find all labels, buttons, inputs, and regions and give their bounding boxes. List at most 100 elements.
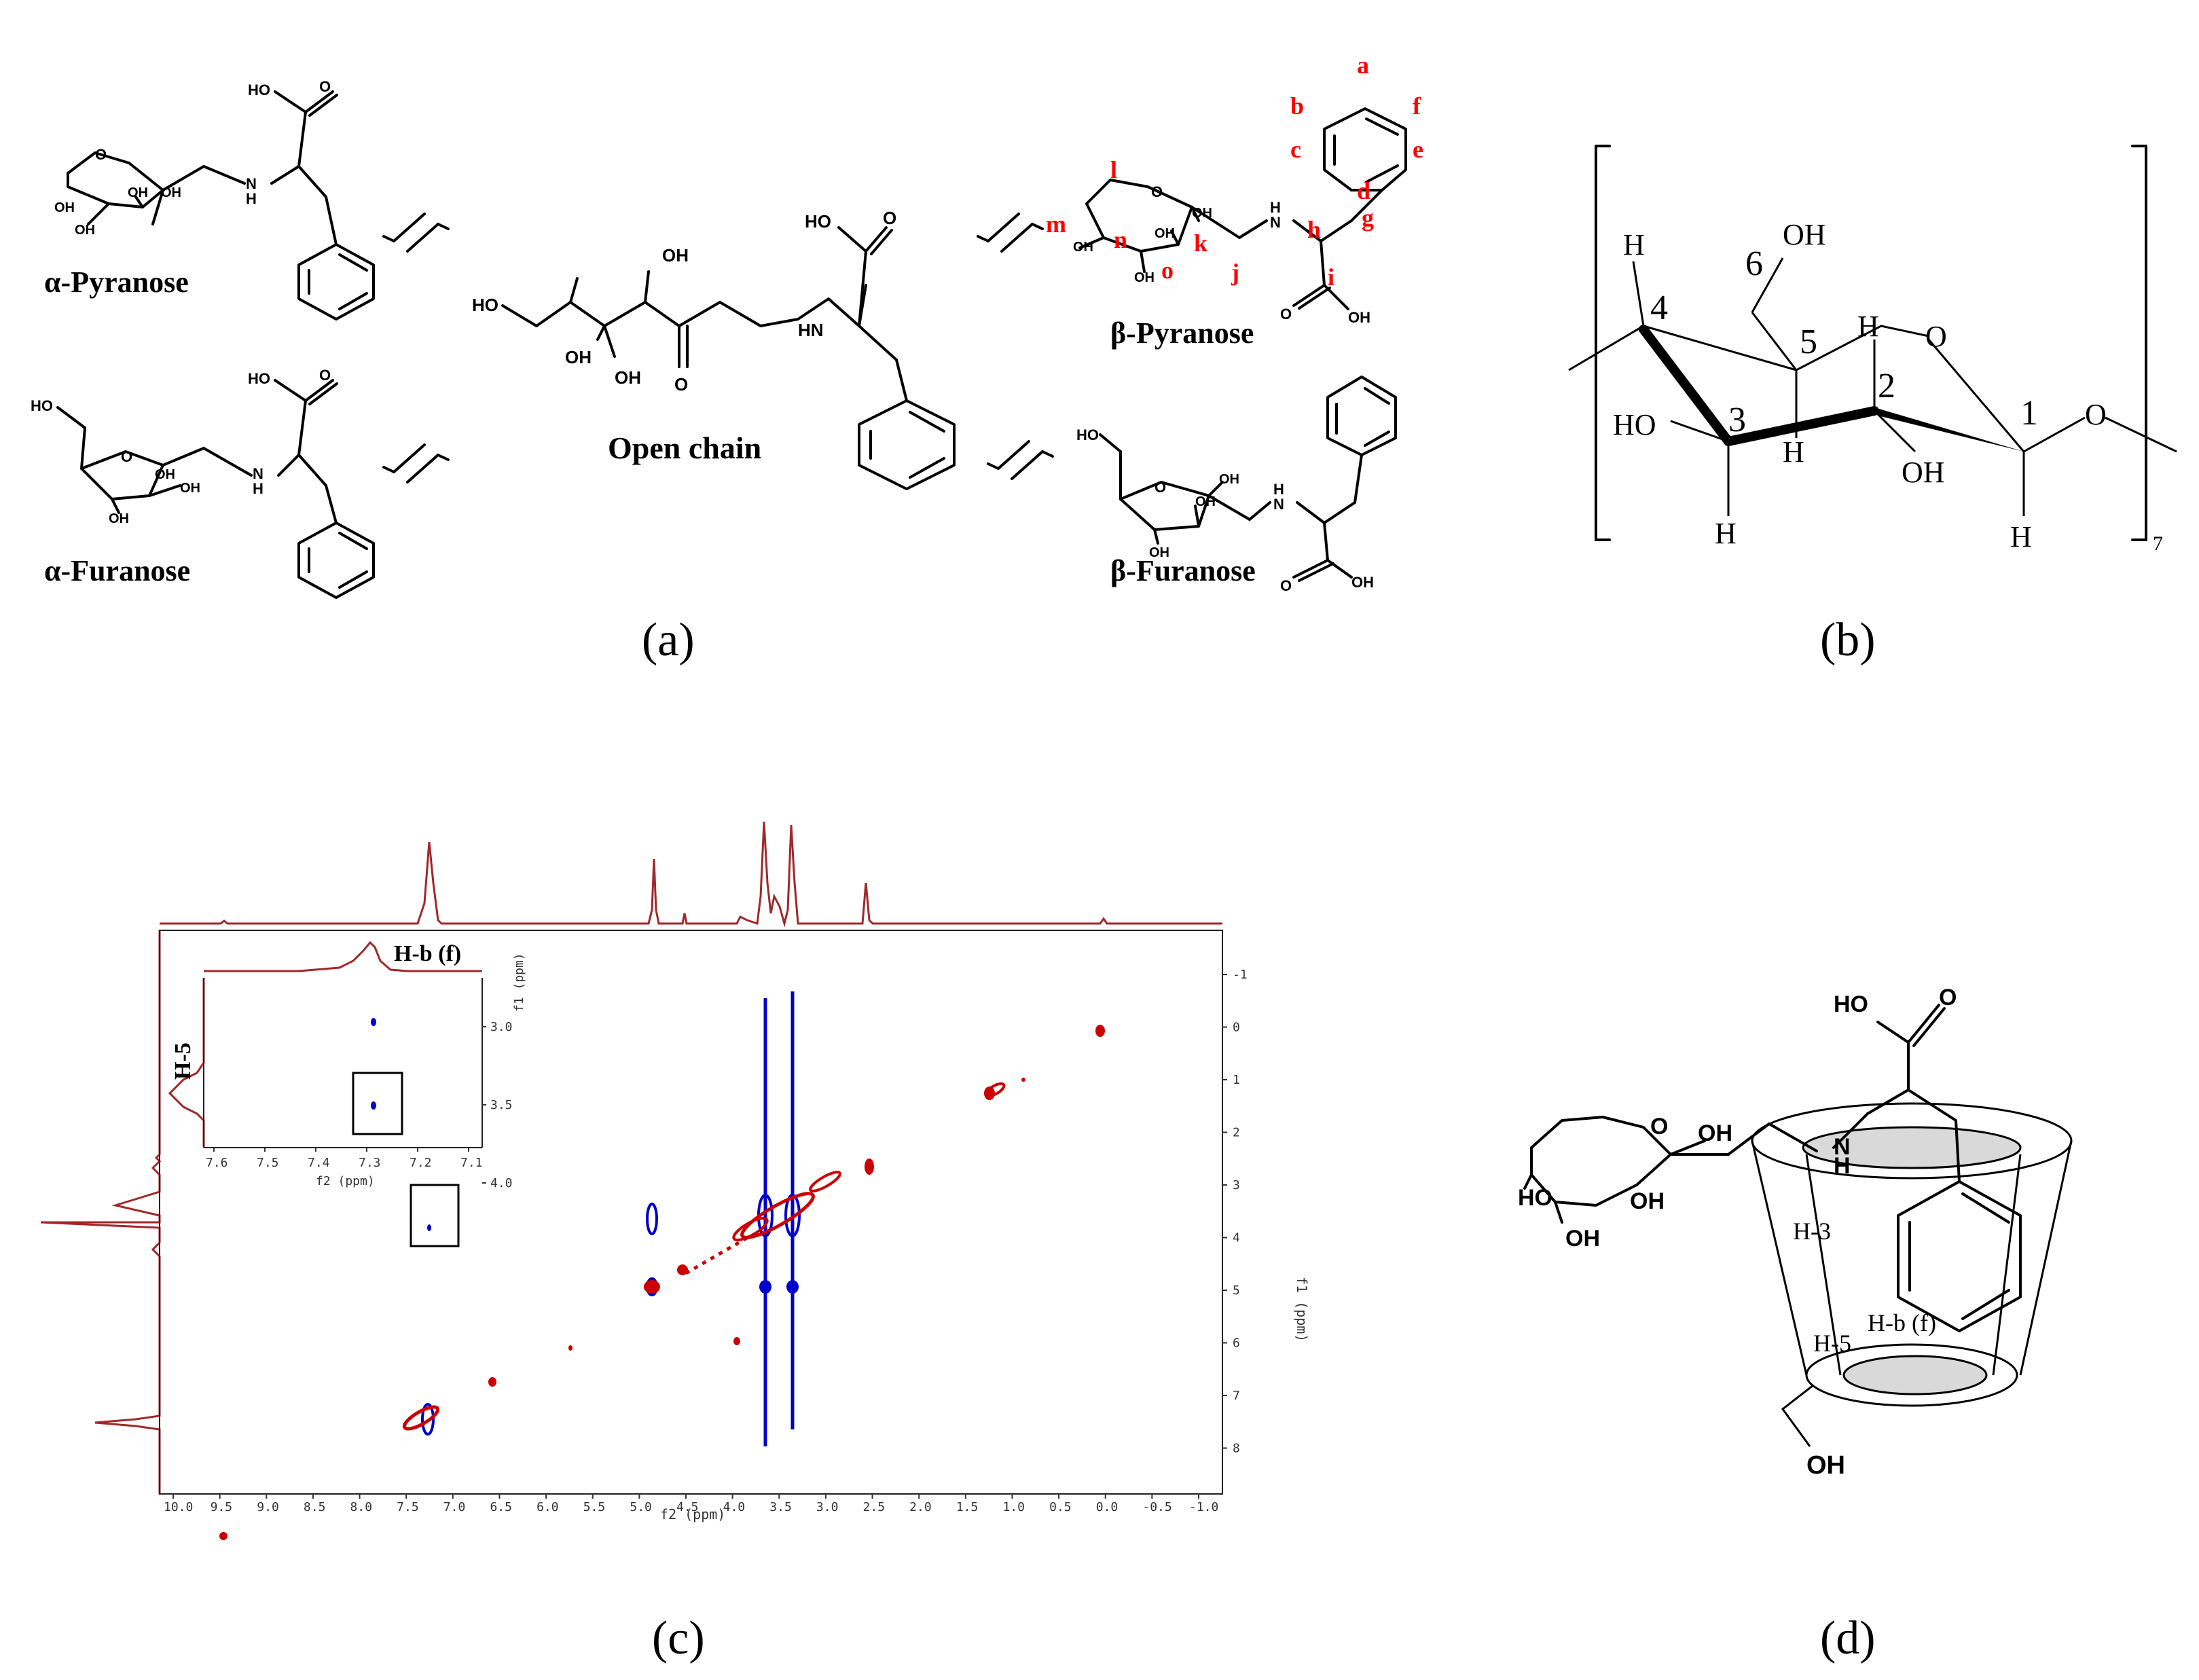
inset-x-tick-label: 7.5 <box>257 1156 279 1170</box>
x-tick-label: 3.0 <box>816 1500 839 1514</box>
cyclodextrin-cone <box>1751 1102 2073 1447</box>
top-projection-spectrum <box>160 821 1222 928</box>
ring-oxygen-label: O <box>1925 320 1947 353</box>
hydroxyl-label: OH <box>75 223 95 238</box>
x-tick-label: -0.5 <box>1142 1500 1171 1514</box>
position-6: 6 <box>1745 244 1763 283</box>
atom-label-d: d <box>1357 177 1370 204</box>
repeat-subscript: 7 <box>2153 532 2163 555</box>
x-tick-label: 5.5 <box>583 1500 606 1514</box>
inset-y-tick-label: 3.5 <box>490 1098 513 1112</box>
atom-label-n: n <box>1114 226 1127 253</box>
amine-h-label: H <box>253 480 263 497</box>
x-tick-label: 2.0 <box>909 1500 932 1514</box>
panel-a-caption: (a) <box>642 614 695 666</box>
inset-x-label: f2 (ppm) <box>316 1174 375 1188</box>
amine-n-label: N <box>253 465 263 482</box>
bracket-right <box>2131 145 2147 541</box>
y-tick-label: 8 <box>1233 1442 1240 1456</box>
hydroxyl-label: OH <box>662 245 689 266</box>
inset-peak-label: H-b (f) <box>394 941 461 966</box>
hydroxyl-label: OH <box>1565 1226 1600 1252</box>
inset-top-spectrum <box>204 941 482 972</box>
equilibrium-arrow <box>382 443 450 483</box>
panel-d: O OH OH HO OH HO O N H OH H-3 H-5 H-b (f… <box>1518 985 2073 1664</box>
inset-highlight-box <box>352 1072 403 1135</box>
inset-y-tick-label: 3.0 <box>490 1020 513 1034</box>
amine-label: HN <box>798 320 824 340</box>
glycosidic-oxygen-label: O <box>2085 398 2107 431</box>
atom-labels: a b c d e f g h i j k l m n o <box>1046 52 1423 291</box>
y-tick-label: 7 <box>1233 1389 1240 1403</box>
hydroxyl-label: HO <box>1613 408 1656 441</box>
inset-x-tick-label: 7.2 <box>410 1156 432 1170</box>
inset-x-tick-label: 7.6 <box>206 1156 228 1170</box>
hydroxyl-label: OH <box>1902 456 1945 489</box>
alpha-furanose-structure: HO O OH OH OH HO O N H α-Furanose <box>31 367 375 599</box>
h-atom-label: H <box>1857 310 1879 343</box>
atom-label-g: g <box>1362 204 1374 232</box>
atom-label-e: e <box>1413 136 1423 163</box>
main-plot-frame <box>159 930 1223 1495</box>
cooh-o-label: O <box>319 78 331 95</box>
amine-n-label: N <box>246 175 257 192</box>
x-tick-label: 4.5 <box>676 1500 699 1514</box>
x-tick-label: 7.5 <box>397 1500 419 1514</box>
hydroxyl-label: OH <box>1192 206 1212 221</box>
ring-oxygen-label: O <box>1650 1114 1668 1139</box>
hydroxyl-label: HO <box>31 397 53 414</box>
atom-label-h: h <box>1307 216 1321 243</box>
atom-label-i: i <box>1328 263 1334 291</box>
inset-y-ticks: 3.03.54.0 <box>482 1020 513 1190</box>
hydroxyl-label: HO <box>1076 426 1099 443</box>
negative-crosspeaks <box>421 991 801 1446</box>
hydroxyl-label: OH <box>615 367 641 388</box>
hydroxyl-label: OH <box>180 481 200 496</box>
y-tick-label: 6 <box>1233 1336 1240 1351</box>
x-tick-label: 6.5 <box>490 1500 512 1514</box>
left-projection-spectrum <box>40 930 162 1494</box>
hydroxyl-label: OH <box>128 185 148 200</box>
h-atom-label: H <box>1715 517 1737 550</box>
open-chain-structure: HO OH OH OH O HN HO O Open chain <box>472 208 956 490</box>
cooh-ho-label: HO <box>805 211 831 232</box>
ketone-oxygen-label: O <box>674 374 688 395</box>
amine-h-label: H <box>246 190 257 207</box>
y-tick-label: 5 <box>1233 1283 1240 1298</box>
inset-x-tick-label: 7.1 <box>460 1156 483 1170</box>
hydroxyl-label: OH <box>1783 218 1826 251</box>
h3-label: H-3 <box>1793 1218 1831 1245</box>
y-tick-label: 2 <box>1233 1126 1240 1140</box>
panel-d-caption: (d) <box>1820 1612 1876 1664</box>
position-2: 2 <box>1878 367 1895 405</box>
cooh-o-label: O <box>1939 985 1957 1010</box>
inset-y-label: f1 (ppm) <box>512 953 526 1012</box>
atom-label-a: a <box>1357 52 1369 79</box>
equilibrium-arrow <box>382 213 450 253</box>
ring-oxygen-label: O <box>1155 479 1166 496</box>
equilibrium-arrow <box>977 213 1044 253</box>
x-tick-label: 8.0 <box>350 1500 373 1514</box>
atom-label-f: f <box>1413 92 1421 120</box>
ring-oxygen-label: O <box>1151 183 1163 200</box>
atom-label-k: k <box>1194 230 1207 257</box>
atom-label-m: m <box>1046 211 1066 238</box>
cooh-o-label: O <box>319 367 331 384</box>
hydroxyl-label: OH <box>1630 1188 1665 1214</box>
cooh-oh-label: OH <box>1348 309 1370 326</box>
cooh-o-label: O <box>1280 306 1292 323</box>
x-tick-label: 0.0 <box>1096 1500 1119 1514</box>
beta-furanose-name: β-Furanose <box>1110 554 1256 587</box>
x-tick-label: 9.5 <box>211 1500 233 1514</box>
position-1: 1 <box>2020 394 2038 433</box>
beta-pyranose-name: β-Pyranose <box>1110 316 1254 350</box>
h5-label: H-5 <box>1813 1330 1851 1357</box>
ring-oxygen-label: O <box>121 448 132 465</box>
hydroxyl-label: OH <box>565 347 592 367</box>
atom-label-j: j <box>1231 259 1239 286</box>
y-tick-label: -1 <box>1233 968 1248 982</box>
atom-label-l: l <box>1110 156 1117 183</box>
